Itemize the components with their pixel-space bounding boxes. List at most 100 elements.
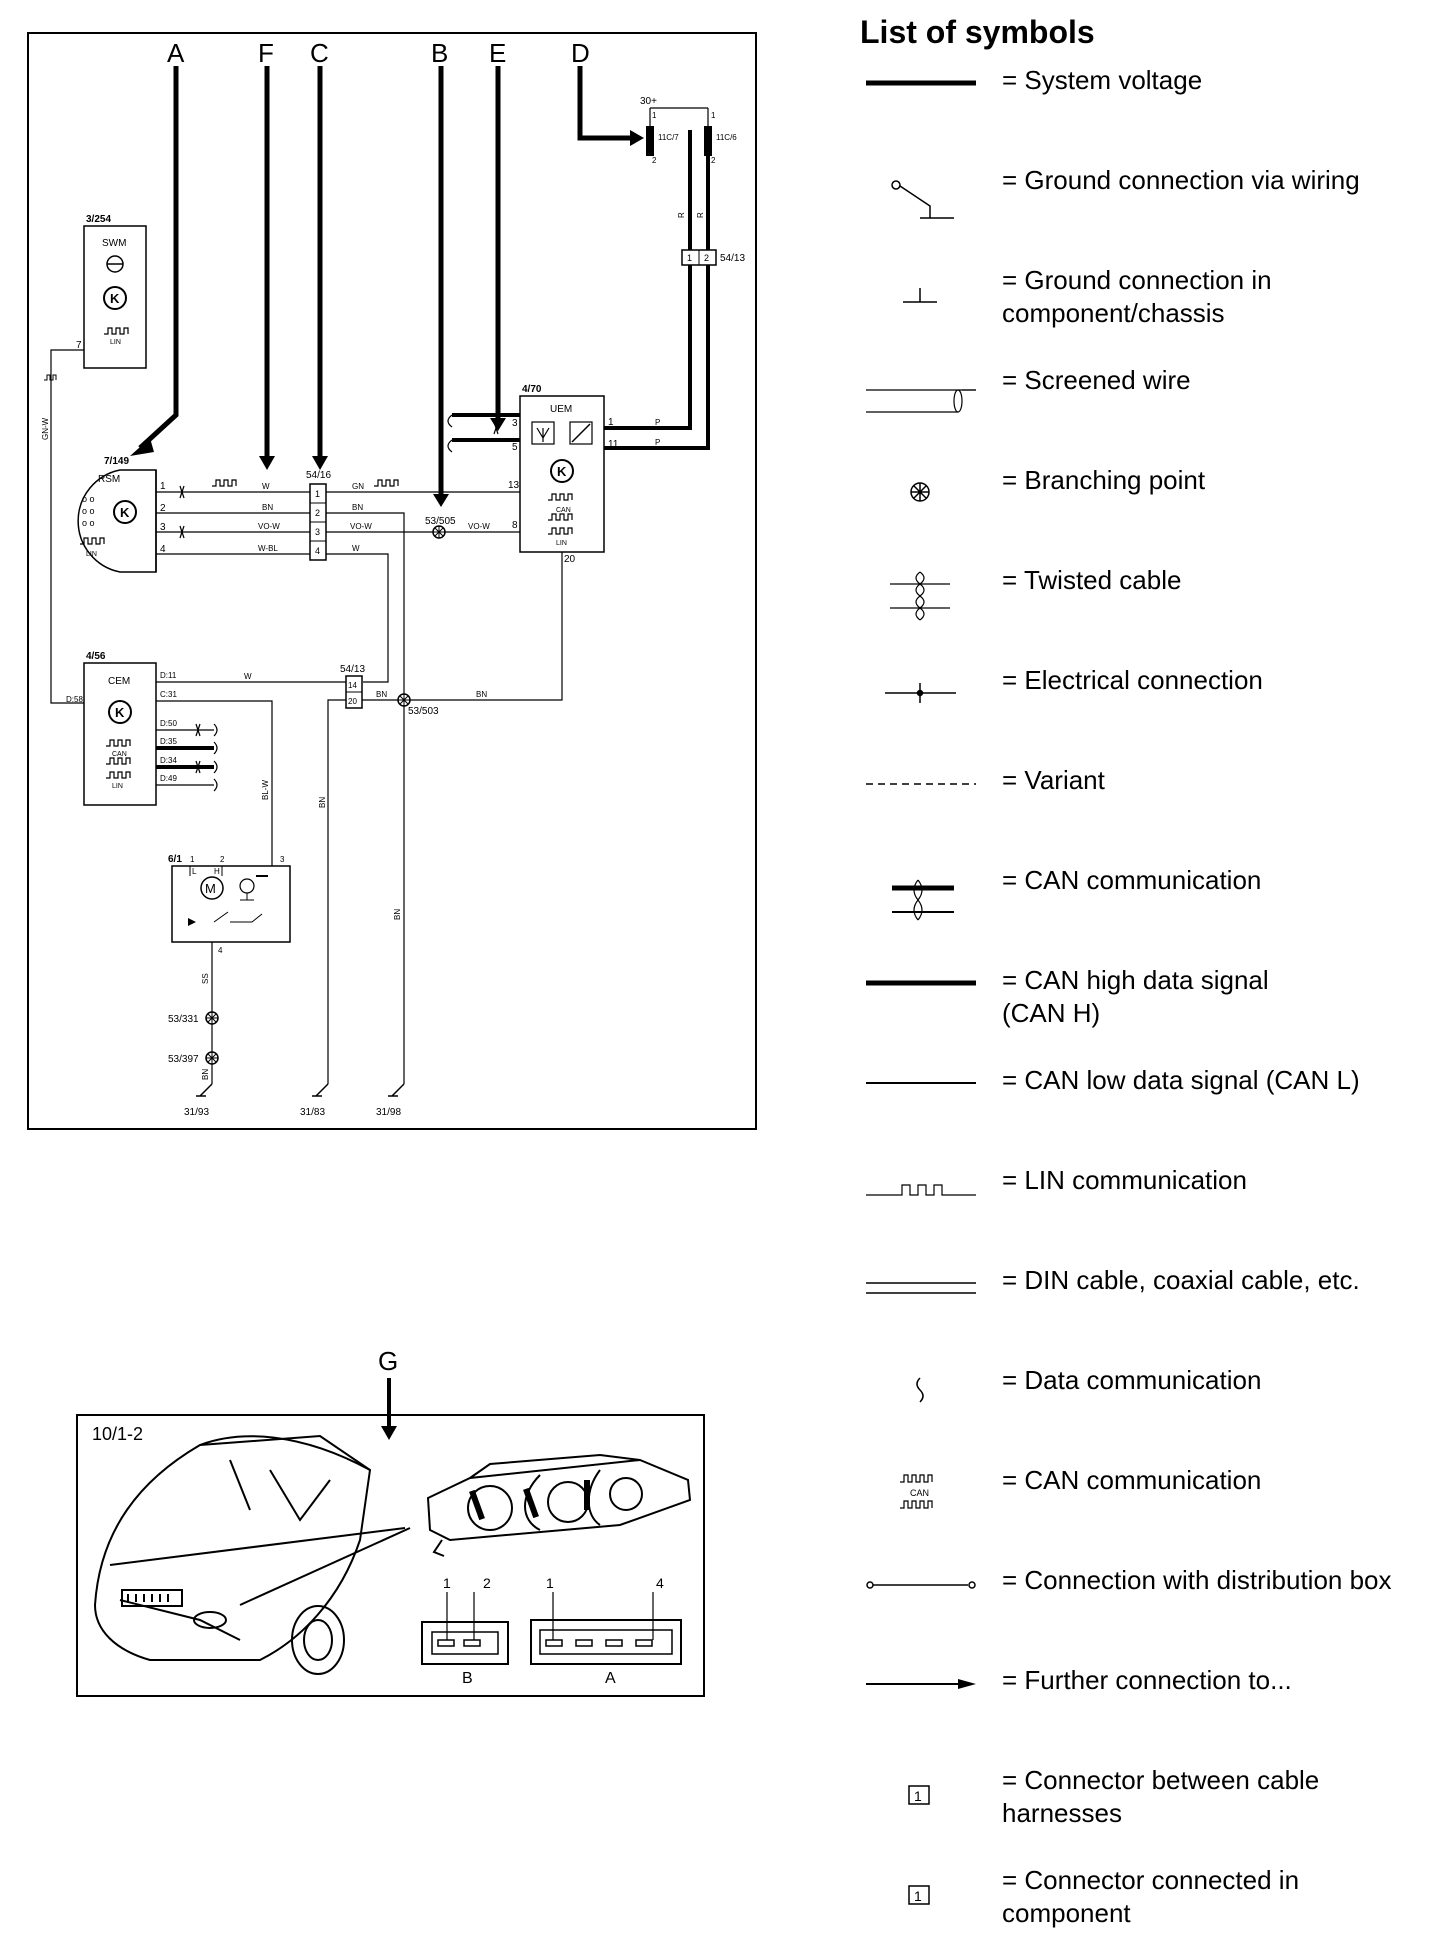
callout-d: D (571, 38, 590, 68)
wire-bn-v1: BN (318, 797, 327, 808)
branch-53-505: 53/505 (425, 516, 456, 527)
fuse-pin-a1: 1 (652, 111, 657, 120)
wire-w-4b: W (352, 544, 360, 553)
fuse-pin-a2: 2 (652, 156, 657, 165)
wire-gn-1b: GN (352, 482, 364, 491)
motor-pin-4: 4 (218, 946, 223, 955)
branch-point-53-397: 53/397 (168, 1051, 219, 1065)
car-illustration (93, 1434, 411, 1675)
svg-text:o o: o o (82, 506, 95, 516)
legend-item-can-low: = CAN low data signal (CAN L) (1002, 1065, 1360, 1095)
conn-5416-pin-3: 3 (315, 527, 320, 537)
cem-pin-d11: D:11 (160, 671, 177, 680)
swm-name: SWM (102, 238, 126, 249)
wire-gn-w: GN-W (41, 417, 50, 440)
legend-item-lin-communication: = LIN communication (1002, 1165, 1247, 1195)
branch-point-53-331: 53/331 (168, 1011, 219, 1025)
legend-symbol-connector-between-harnesses (908, 1785, 930, 1805)
rsm-id: 7/149 (104, 456, 129, 467)
headlamp-illustration (426, 1453, 692, 1557)
uem-id: 4/70 (522, 384, 542, 395)
motor-letter-l: L (192, 867, 197, 876)
ground-symbols (196, 1083, 405, 1097)
uem-pin-5: 5 (512, 442, 518, 453)
legend-symbol-twisted-cable (890, 571, 950, 621)
motor-letter-h: H (214, 867, 220, 876)
wire-vo-w-3c: VO-W (468, 522, 490, 531)
uem-power-wires (604, 130, 710, 450)
legend-item-screened-wire: = Screened wire (1002, 365, 1191, 395)
uem-pin-11: 11 (608, 439, 619, 450)
wire-bn-v2: BN (393, 909, 402, 920)
legend-symbol-lin-communication (866, 1184, 976, 1196)
wire-p-1: P (655, 418, 660, 427)
schematic-panel: A F C B E D 3/254 SWM K LIN 7 GN-W 7/149… (27, 32, 757, 1130)
conn-5416-pin-2: 2 (315, 508, 320, 518)
uem-wires (326, 413, 520, 697)
legend-symbol-data-communication (916, 1377, 924, 1403)
conn-5413-top-pin-1: 1 (687, 253, 692, 263)
motor-pin-2: 2 (220, 855, 225, 864)
wire-p-2: P (655, 438, 660, 447)
rsm-pin-3: 3 (160, 522, 166, 533)
legend-symbol-can-label: CAN (910, 1488, 929, 1498)
legend-item-ground-via-wiring: = Ground connection via wiring (1002, 165, 1360, 195)
legend-item-ground-in-component: = Ground connection in component/chassis (1002, 265, 1272, 328)
connector-54-16: 54/16 1 2 3 4 (306, 470, 331, 561)
svg-text:o o: o o (82, 518, 95, 528)
legend-symbol-can-communication-twisted (892, 879, 954, 921)
legend-connector-glyph-1: 1 (914, 1788, 922, 1804)
cem-pin-d34: D:34 (160, 756, 177, 765)
uem-pin-3: 3 (512, 418, 518, 429)
conn-5416-id: 54/16 (306, 470, 331, 481)
wire-r-1: R (677, 212, 686, 218)
wire-ss: SS (201, 973, 210, 984)
conn-a-pin-4: 4 (656, 1575, 664, 1591)
legend-connector-glyph-2: 1 (914, 1888, 922, 1904)
legend-item-branching-point: = Branching point (1002, 465, 1206, 495)
callout-g: G (378, 1346, 398, 1376)
conn-b-label: B (462, 1670, 473, 1687)
ground-31-98: 31/98 (376, 1107, 401, 1118)
uem-k-icon: K (557, 464, 567, 479)
legend-symbol-connector-in-component (908, 1885, 930, 1905)
swm-lin: LIN (110, 339, 121, 346)
connector-54-13-top: 1 2 54/13 (681, 249, 745, 266)
conn-5413-mid-id: 54/13 (340, 664, 365, 675)
wire-r-2: R (696, 212, 705, 218)
legend-item-can-communication-twisted: = CAN communication (1002, 865, 1262, 895)
uem-module: 4/70 UEM K CAN LIN 3 5 8 13 1 11 20 (508, 384, 619, 565)
uem-pin-1: 1 (608, 417, 614, 428)
legend-symbol-electrical-connection (885, 683, 956, 703)
rsm-wires (156, 479, 310, 555)
fuse-pin-b1: 1 (711, 111, 716, 120)
fuse-30: 30+ (640, 96, 657, 107)
rsm-k-icon: K (120, 505, 130, 520)
headlamp-markers (469, 1480, 590, 1521)
callout-c: C (310, 38, 329, 68)
branch-53-331: 53/331 (168, 1014, 199, 1025)
rsm-pin-4: 4 (160, 544, 166, 555)
legend-item-can-high: = CAN high data signal (CAN H) (1002, 965, 1269, 1028)
cem-id: 4/56 (86, 651, 106, 662)
rsm-pin-1: 1 (160, 481, 166, 492)
cem-pin-d58: D:58 (66, 695, 83, 704)
swm-pin: 7 (76, 340, 82, 351)
cem-name: CEM (108, 676, 130, 687)
swm-id: 3/254 (86, 214, 111, 225)
location-box-label: 10/1-2 (92, 1424, 143, 1444)
uem-can: CAN (556, 507, 571, 514)
legend-item-distribution-box: = Connection with distribution box (1002, 1565, 1392, 1595)
fuse-pin-b2: 2 (711, 156, 716, 165)
legend-item-data-communication: = Data communication (1002, 1365, 1262, 1395)
conn-5416-pin-1: 1 (315, 489, 320, 499)
wire-bl-w: BL-W (261, 780, 270, 800)
connector-b: 1 2 B (421, 1575, 509, 1687)
connector-54-13-mid: 54/13 14 20 (340, 664, 365, 709)
motor-m-icon: M (205, 881, 216, 896)
cem-pin-d35: D:35 (160, 737, 177, 746)
wire-bn-right: BN (476, 690, 487, 699)
uem-pin-20: 20 (564, 554, 576, 565)
legend-item-connector-in-component: = Connector connected in component (1002, 1865, 1300, 1928)
